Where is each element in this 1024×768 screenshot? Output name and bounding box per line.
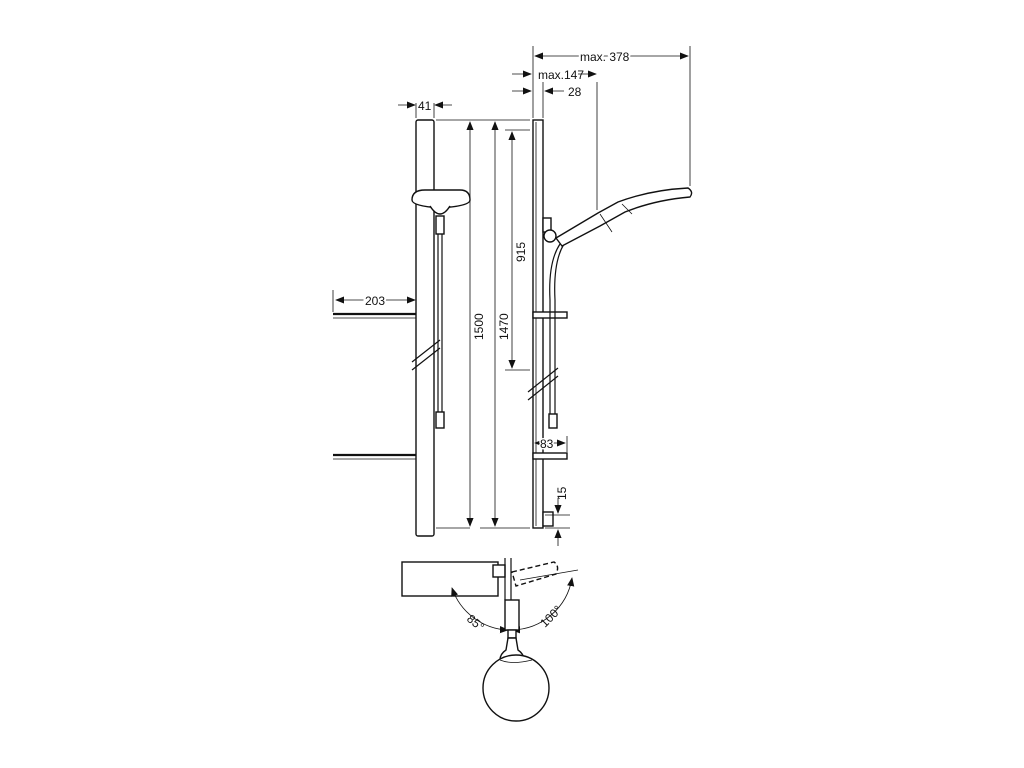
dim-shelf-depth: 203 (332, 290, 416, 312)
dim-rail-offset-label: 28 (568, 85, 582, 99)
front-shelf-lower (333, 453, 416, 460)
side-break-mark (527, 367, 559, 401)
plan-rail-clamp (492, 564, 506, 578)
dim-shelf-depth-label: 203 (365, 294, 385, 308)
side-holder-knob (543, 229, 557, 243)
front-shelf-upper (333, 312, 416, 319)
side-bracket-shelf-lower (532, 452, 568, 460)
plan-view: 85° 100° (401, 558, 579, 722)
angle-arc-right (511, 577, 575, 634)
front-view: 41 203 (332, 99, 471, 537)
top-dimensions: max. 378 max.147 28 (512, 46, 691, 210)
plan-shower-head (482, 654, 550, 722)
side-hand-shower (554, 187, 693, 247)
height-dimensions: 1500 1470 915 (436, 119, 530, 529)
dim-rail-height-label: 1470 (497, 313, 511, 340)
side-hose (549, 243, 561, 414)
dim-total-height-label: 1500 (472, 313, 486, 340)
dim-holder-width: 83 (532, 436, 568, 453)
dim-slide-range: 915 (508, 131, 530, 369)
front-rail (415, 119, 435, 537)
plan-holder-dashed (511, 561, 559, 587)
dim-bottom-offset: 15 (545, 486, 570, 546)
dim-total-height: 1500 (466, 121, 488, 527)
angle-left-label: 85° (464, 612, 487, 635)
dim-max-projection: max. 378 (534, 48, 689, 66)
side-rail (532, 119, 544, 529)
angle-right-label: 100° (537, 603, 565, 631)
dim-max-projection-label: max. 378 (580, 50, 630, 64)
dim-rail-width-label: 41 (418, 99, 432, 113)
angle-arc-left (451, 587, 509, 634)
dim-slide-range-label: 915 (514, 242, 528, 262)
dim-max-head-offset-label: max.147 (538, 68, 584, 82)
dim-holder-width-label: 83 (540, 437, 554, 451)
dim-rail-height: 1470 (491, 121, 513, 527)
front-break-mark (411, 339, 441, 371)
plan-shelf (401, 561, 499, 597)
dim-rail-offset: 28 (512, 85, 582, 99)
front-hand-shower (411, 189, 471, 429)
side-bracket-bottom (542, 511, 554, 527)
dim-max-head-offset: max.147 (512, 68, 597, 82)
side-view (527, 119, 693, 529)
dim-bottom-offset-label: 15 (555, 486, 569, 500)
dim-rail-width: 41 (398, 99, 452, 118)
